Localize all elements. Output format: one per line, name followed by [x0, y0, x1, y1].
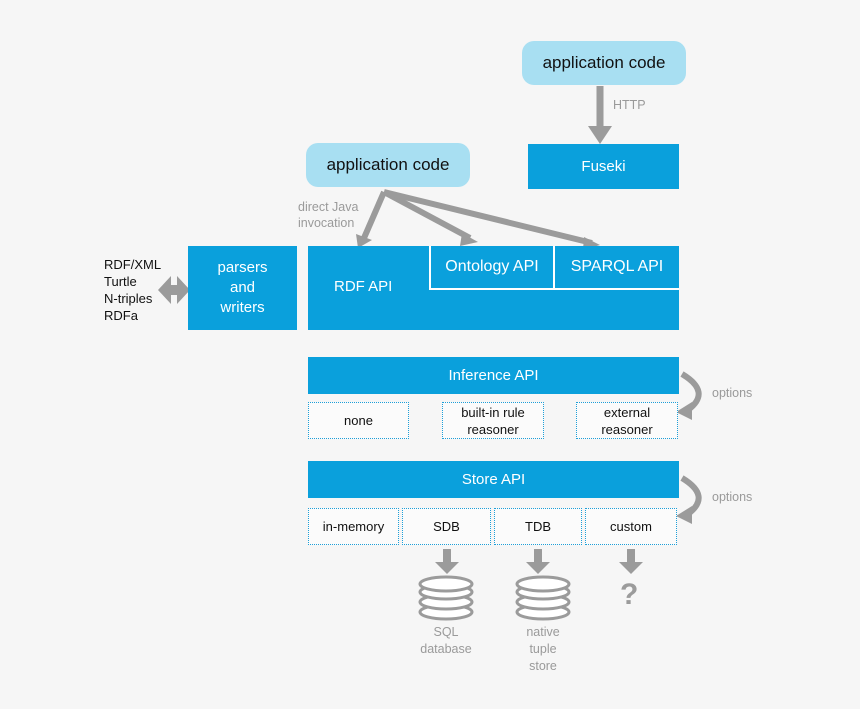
inference-option-none: none [308, 402, 409, 439]
format-rdfxml: RDF/XML [104, 257, 162, 272]
option-external-line1: external [603, 404, 651, 420]
sql-line: SQL [433, 625, 459, 639]
http-arrow-head [588, 126, 612, 144]
sparql-api-box: SPARQL API [553, 246, 679, 290]
store-api-bar: Store API [308, 461, 679, 498]
http-label: HTTP [613, 98, 646, 112]
direct-java-line: direct Java [298, 200, 359, 214]
tuple-line: tuple [529, 642, 557, 656]
rdf-api-label: RDF API [334, 278, 393, 295]
ontology-api-box: Ontology API [429, 246, 553, 290]
arrow-head-rdf [356, 234, 372, 248]
native-store-label: native tuple store [503, 624, 583, 675]
fuseki-box: Fuseki [528, 144, 679, 189]
invocation-line: invocation [298, 216, 355, 230]
and-line: and [229, 279, 256, 296]
option-builtin-line2: reasoner [467, 421, 519, 437]
store-option-tdb: TDB [494, 508, 582, 545]
option-builtin-line1: built-in rule [461, 404, 525, 420]
parsers-writers-box: parsers and writers [188, 246, 297, 330]
option-external-line2: reasoner [601, 421, 653, 437]
format-turtle: Turtle [104, 274, 137, 289]
sql-database-label: SQL database [406, 624, 486, 658]
rdf-api-block: RDF API Ontology API SPARQL API [308, 246, 679, 330]
application-code-mid: application code [306, 143, 470, 187]
format-rdfa: RDFa [104, 308, 138, 323]
inference-api-bar: Inference API [308, 357, 679, 394]
store-option-custom: custom [585, 508, 677, 545]
parsers-line: parsers [217, 259, 268, 276]
invocation-arrows [361, 189, 593, 246]
application-code-top: application code [522, 41, 686, 85]
option-none-label: none [344, 413, 373, 428]
native-store-icon [515, 575, 571, 621]
format-list: RDF/XML Turtle N-triples RDFa [104, 256, 161, 324]
store-options-label: options [712, 490, 753, 504]
unknown-store-mark: ? [620, 578, 639, 611]
inference-options-label: options [712, 386, 753, 400]
native-line: native [526, 625, 560, 639]
inference-option-external: external reasoner [576, 402, 678, 439]
store-option-in-memory: in-memory [308, 508, 399, 545]
store-option-sdb: SDB [402, 508, 491, 545]
arrow-head-ontology [460, 233, 478, 246]
formats-double-arrow [158, 276, 190, 304]
format-ntriples: N-triples [104, 291, 153, 306]
writers-line: writers [220, 299, 265, 316]
direct-java-invocation-label: direct Java invocation [298, 199, 358, 231]
inference-option-builtin: built-in rule reasoner [442, 402, 544, 439]
database-line: database [420, 642, 472, 656]
store-line: store [529, 659, 557, 673]
sql-database-icon [418, 575, 474, 621]
store-down-arrows [435, 549, 643, 574]
